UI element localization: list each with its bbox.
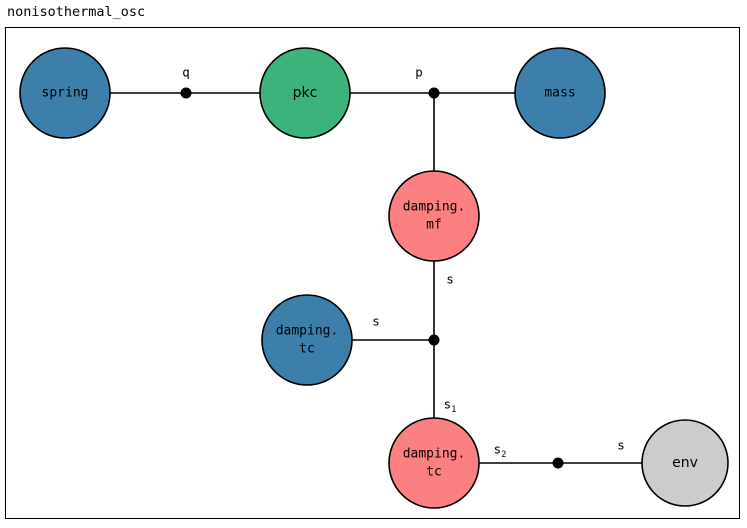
node-damping_tc1[interactable]: damping. tc [261, 294, 353, 386]
node-spring[interactable]: spring [19, 47, 111, 139]
node-mass[interactable]: mass [514, 47, 606, 139]
node-circle-damping_mf[interactable] [388, 170, 480, 262]
node-label-mass: mass [544, 86, 575, 101]
node-label-damping_tc2: damping. [403, 447, 466, 462]
label-p: p [415, 65, 423, 80]
node-circle-mass[interactable] [514, 47, 606, 139]
junction-p[interactable] [428, 87, 440, 99]
node-circle-pkc[interactable] [259, 47, 351, 139]
label-s-mf: s [446, 272, 454, 287]
node-damping_tc2[interactable]: damping. tc [388, 417, 480, 509]
label-s2: s2 [494, 442, 507, 460]
label-s-env: s [617, 438, 625, 453]
node-label-damping_mf: mf [426, 218, 442, 233]
junctions-group [180, 87, 564, 469]
node-label-spring: spring [42, 86, 89, 101]
label-s-tc: s [372, 314, 380, 329]
junction-q[interactable] [180, 87, 192, 99]
node-label-env: env [672, 455, 698, 471]
node-label-pkc: pkc [293, 85, 318, 101]
label-s1: s1 [444, 397, 457, 415]
edges-group [110, 92, 642, 464]
node-damping_mf[interactable]: damping. mf [388, 170, 480, 262]
diagram-frame [5, 27, 740, 519]
node-circle-damping_tc2[interactable] [388, 417, 480, 509]
edge-labels-group: q p s s s1 s2 s [182, 65, 625, 460]
node-circle-env[interactable] [641, 419, 729, 507]
label-q: q [182, 65, 190, 80]
node-label-damping_tc1: tc [299, 342, 315, 357]
node-label-damping_tc1: damping. [276, 324, 339, 339]
diagram-title: nonisothermal_osc [7, 4, 146, 20]
junction-s2[interactable] [552, 457, 564, 469]
node-label-damping_mf: damping. [403, 200, 466, 215]
node-pkc[interactable]: pkc [259, 47, 351, 139]
node-label-damping_tc2: tc [426, 465, 442, 480]
node-env[interactable]: env [641, 419, 729, 507]
junction-s[interactable] [428, 334, 440, 346]
node-circle-damping_tc1[interactable] [261, 294, 353, 386]
node-circle-spring[interactable] [19, 47, 111, 139]
